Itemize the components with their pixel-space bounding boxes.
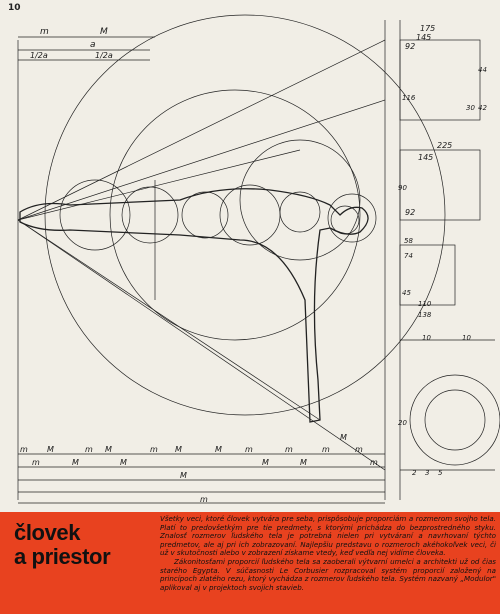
page-number: 10 xyxy=(8,3,21,13)
dim-label: a xyxy=(90,40,96,50)
paragraph: Všetky veci, ktoré človek vytvára pre se… xyxy=(160,514,496,558)
dim-label: 10 xyxy=(422,334,431,342)
dim-label: 74 xyxy=(404,252,413,260)
title-line: človek xyxy=(14,520,81,545)
dim-label: 58 xyxy=(404,237,413,245)
dim-label: 90 xyxy=(398,184,407,192)
dim-label: 3 xyxy=(425,469,429,477)
dim-label: M xyxy=(100,27,108,37)
dim-label: m xyxy=(200,495,208,504)
dim-label: 145 xyxy=(418,153,433,162)
dim-label: m xyxy=(285,445,293,454)
proportion-circle xyxy=(219,184,281,246)
dim-label: m xyxy=(20,445,28,454)
proportion-circle xyxy=(44,14,446,416)
dim-label: 42 xyxy=(478,104,487,112)
dim-label: 110 xyxy=(418,300,432,308)
dim-label: 92 xyxy=(405,208,415,217)
dim-label: 225 xyxy=(437,141,452,150)
dim-label: m xyxy=(355,445,363,454)
dim-label: M xyxy=(120,458,127,467)
proportion-circle xyxy=(327,193,377,243)
proportion-circle xyxy=(181,191,229,239)
title-band xyxy=(0,512,500,614)
dim-label: 2 xyxy=(412,469,417,477)
dim-label: 45 xyxy=(402,289,411,297)
dim-label: M xyxy=(180,471,187,480)
dim-label: 175 xyxy=(420,24,435,33)
dim-label: m xyxy=(245,445,253,454)
dim-label: m xyxy=(370,458,378,467)
dim-label: 92 xyxy=(405,42,415,51)
proportion-circle xyxy=(279,191,321,233)
dim-label: 20 xyxy=(398,419,407,427)
human-figure xyxy=(19,188,369,423)
dim-label: m xyxy=(150,445,158,454)
dim-label: M xyxy=(175,445,182,454)
dim-label: 30 xyxy=(466,104,475,112)
dim-label: 1/2a xyxy=(30,51,48,60)
dim-label: 138 xyxy=(418,311,432,319)
dim-label: M xyxy=(105,445,112,454)
dim-label: 44 xyxy=(478,66,487,74)
dim-label: M xyxy=(47,445,54,454)
dim-label: 1/2a xyxy=(95,51,113,60)
title-line: a priestor xyxy=(14,544,111,569)
proportion-circle xyxy=(109,89,361,341)
dim-label: M xyxy=(300,458,307,467)
modulor-drawing: m M a 1/2a 1/2a 175 145 92 44 116 30 42 … xyxy=(17,14,500,504)
dim-label: 5 xyxy=(438,469,443,477)
dim-label: 145 xyxy=(416,33,431,42)
dim-label: M xyxy=(340,433,347,442)
dim-label: m xyxy=(40,27,49,37)
dim-label: M xyxy=(215,445,222,454)
page-title: človek a priestor xyxy=(14,521,164,569)
dim-label: 10 xyxy=(462,334,471,342)
dim-label: M xyxy=(262,458,269,467)
paragraph: Zákonitosťami proporcií ľudského tela sa… xyxy=(160,556,496,592)
dim-label: m xyxy=(322,445,330,454)
dim-label: M xyxy=(72,458,79,467)
body-text: Všetky veci, ktoré človek vytvára pre se… xyxy=(160,514,496,592)
dim-label: m xyxy=(32,458,40,467)
proportion-circle xyxy=(59,179,131,251)
dim-label: m xyxy=(85,445,93,454)
dim-label: 116 xyxy=(402,94,416,102)
proportion-circle xyxy=(239,139,361,261)
